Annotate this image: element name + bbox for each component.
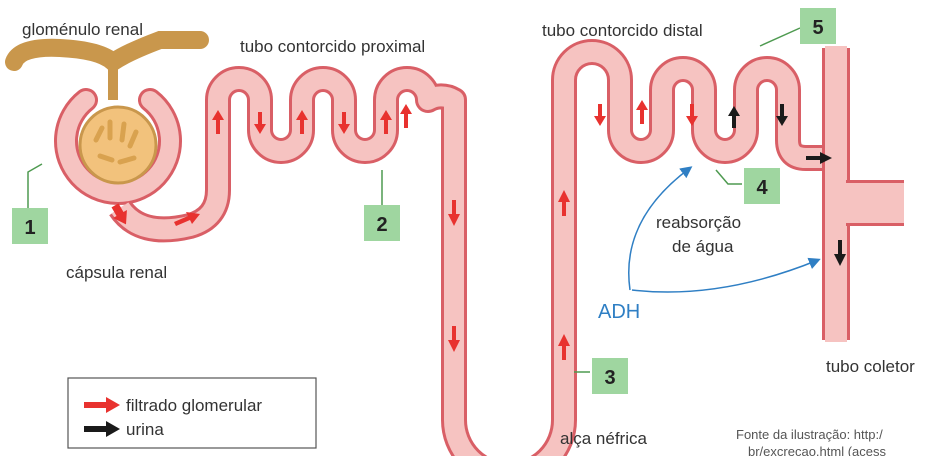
filtrate-arrow: [338, 112, 350, 134]
marker-2: 2: [364, 205, 400, 241]
marker-5-label: 5: [812, 17, 823, 39]
marker-1: 1: [12, 208, 48, 244]
filtrate-arrow: [448, 326, 460, 352]
filtrate-arrow: [594, 104, 606, 126]
glomerulus: [78, 105, 158, 185]
label-coletor: tubo coletor: [826, 357, 915, 376]
filtrate-arrow: [636, 100, 648, 124]
legend-urine-arrow: [84, 421, 120, 437]
urine-arrow: [806, 152, 832, 164]
glomerulus-texture: [93, 119, 139, 165]
marker-4-label: 4: [756, 177, 768, 199]
adh-arrow-right: [631, 257, 821, 293]
marker-2-label: 2: [376, 214, 387, 236]
label-reabsorcao-1: reabsorção: [656, 213, 741, 232]
filtrate-arrow: [686, 104, 698, 126]
marker-1-label: 1: [24, 217, 35, 239]
label-reabsorcao-2: de água: [672, 237, 734, 256]
legend: filtrado glomerular urina: [67, 377, 317, 449]
leader-lines: [27, 27, 801, 373]
urine-arrows: [728, 104, 846, 266]
filtrate-arrow: [174, 212, 200, 226]
filtrate-arrow: [400, 104, 412, 128]
bowman-capsule-inner: [57, 91, 179, 202]
filtrate-arrow: [380, 110, 392, 134]
label-proximal: tubo contorcido proximal: [240, 37, 425, 56]
legend-urine-label: urina: [126, 420, 164, 439]
legend-filtrate-label: filtrado glomerular: [126, 396, 262, 415]
filtrate-arrow: [558, 190, 570, 216]
source-line-2: br/excrecao.html (acess: [748, 444, 886, 456]
label-glomerulo: gloménulo renal: [22, 20, 143, 39]
marker-3: 3: [592, 358, 628, 394]
urine-arrow: [834, 240, 846, 266]
collecting-duct: [822, 46, 904, 342]
source-line-1: Fonte da ilustração: http:/: [736, 427, 883, 442]
adh-arrow-up: [628, 166, 693, 291]
filtrate-arrow: [212, 110, 224, 134]
marker-5: 5: [800, 8, 836, 44]
filtrate-arrow: [254, 112, 266, 134]
marker-3-label: 3: [604, 367, 615, 389]
nephron-tubule: [109, 39, 834, 456]
filtrate-arrow: [296, 110, 308, 134]
urine-arrow: [776, 104, 788, 126]
label-capsula: cápsula renal: [66, 263, 167, 282]
filtrate-arrow: [111, 203, 127, 225]
filtrate-arrows: [111, 100, 698, 360]
urine-arrow: [728, 106, 740, 128]
label-alca: alça néfrica: [560, 429, 647, 448]
label-adh: ADH: [598, 301, 640, 323]
label-distal: tubo contorcido distal: [542, 21, 703, 40]
marker-4: 4: [744, 168, 780, 204]
filtrate-arrow: [448, 200, 460, 226]
glomerulus-vessels: [5, 31, 209, 74]
legend-filtrate-arrow: [84, 397, 120, 413]
filtrate-arrow: [558, 334, 570, 360]
